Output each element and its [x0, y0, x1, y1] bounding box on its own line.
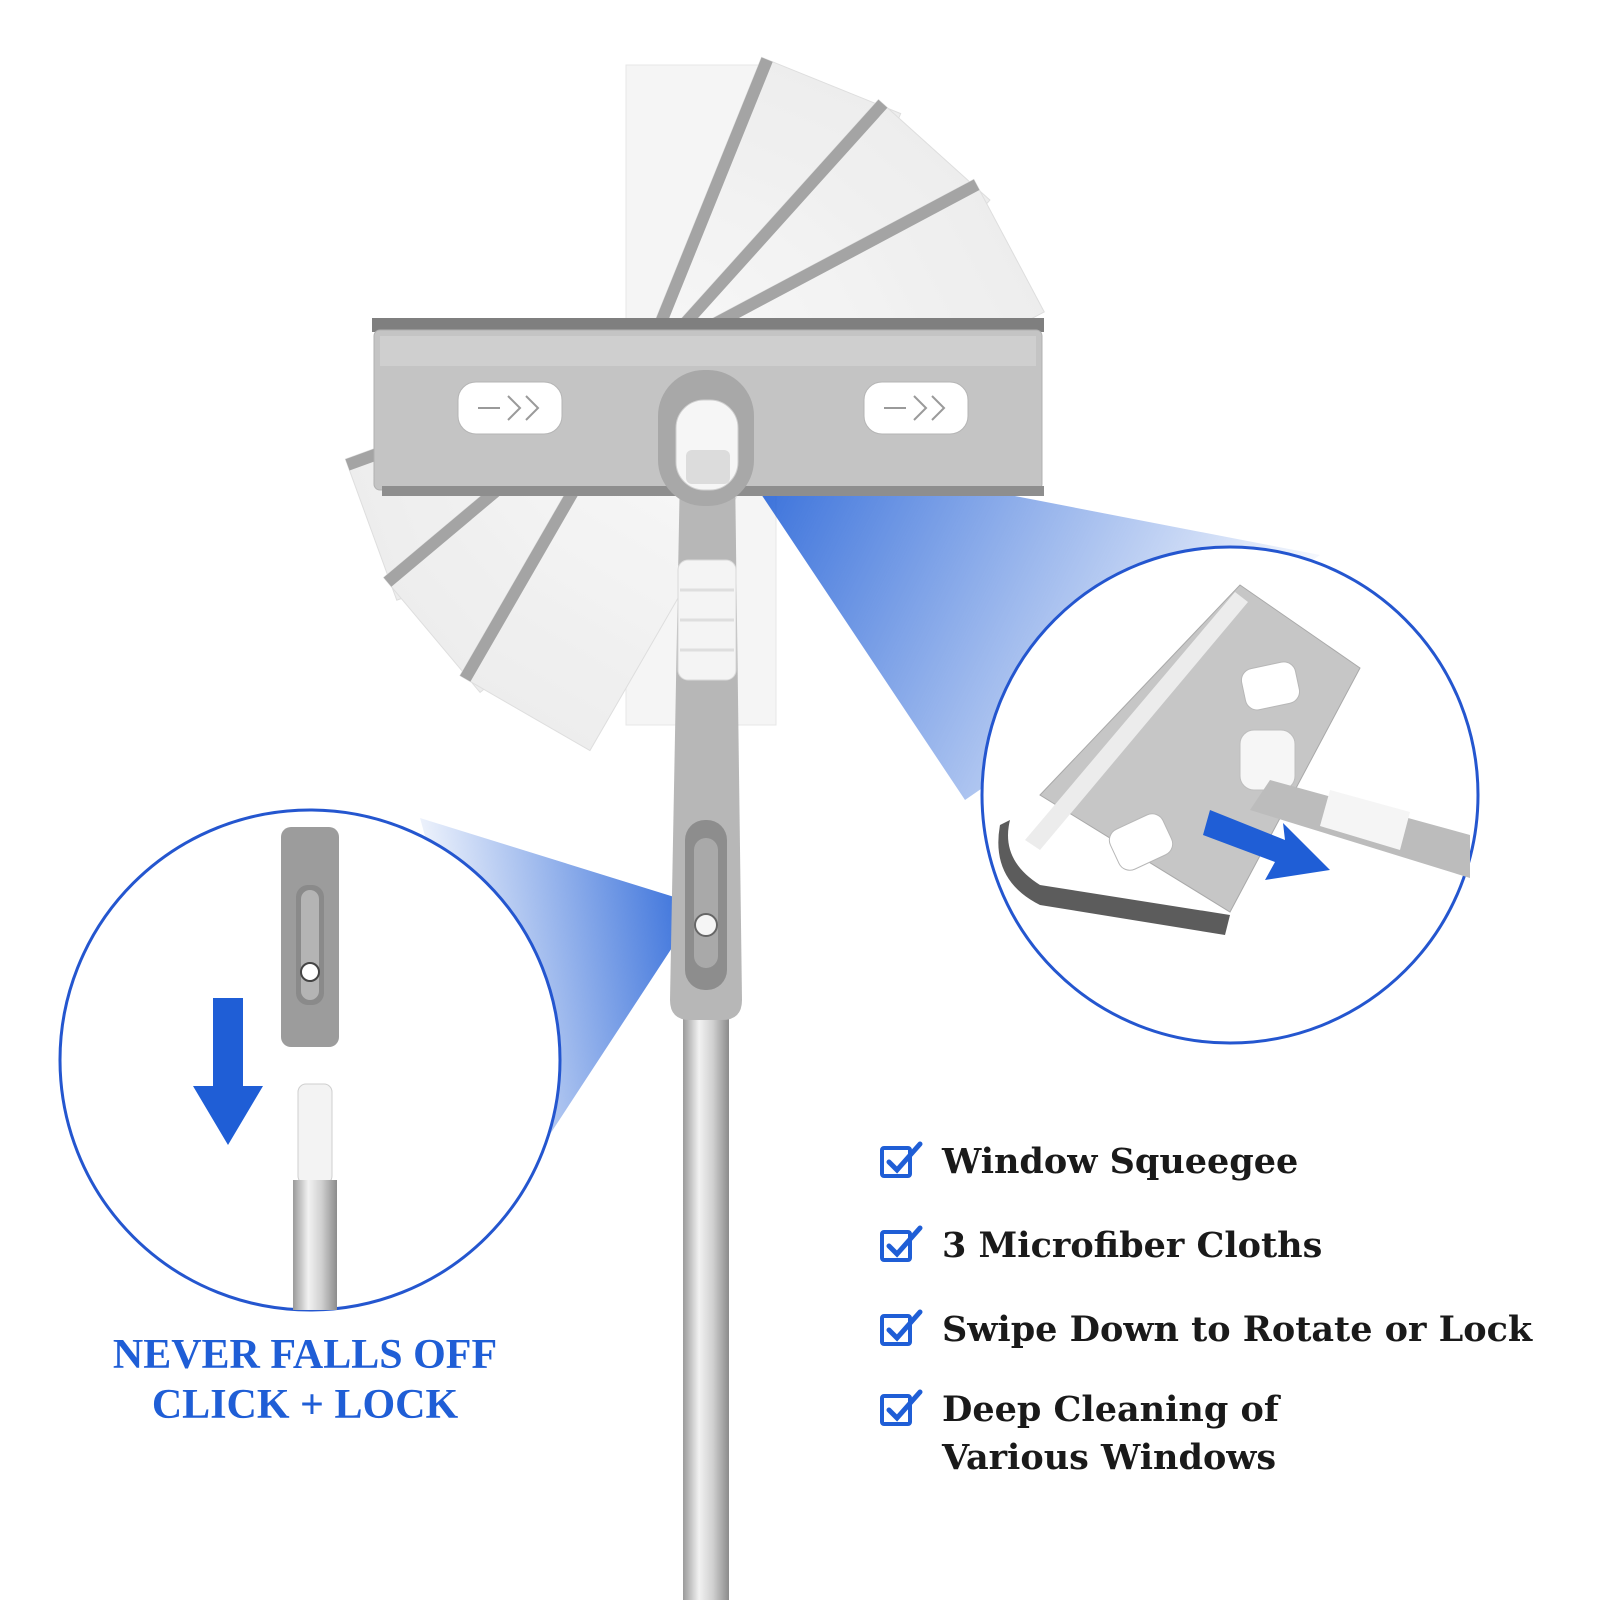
tagline-line-1: NEVER FALLS OFF: [112, 1332, 498, 1378]
feature-item: Window Squeegee: [880, 1138, 1580, 1186]
checkbox-check-icon: [880, 1309, 923, 1346]
clip-left: [457, 381, 563, 435]
feature-item: Deep Cleaning of Various Windows: [880, 1386, 1580, 1482]
checkbox-check-icon: [880, 1225, 923, 1262]
swivel-zoom-inset: [980, 545, 1480, 1045]
telescopic-pole: [683, 1000, 729, 1600]
feature-item: 3 Microfiber Cloths: [880, 1222, 1580, 1270]
checkbox-check-icon: [880, 1389, 923, 1426]
feature-label-line-2: Various Windows: [942, 1437, 1277, 1478]
checkbox-check-icon: [880, 1141, 923, 1178]
feature-list: Window Squeegee 3 Microfiber Cloths Swip…: [880, 1138, 1580, 1518]
down-arrow: [193, 998, 263, 1145]
squeegee-head: [372, 318, 1044, 506]
swivel-arrow: [1203, 810, 1330, 880]
click-lock-tagline: NEVER FALLS OFF CLICK + LOCK: [70, 1330, 540, 1430]
click-lock-zoom-inset: [58, 808, 562, 1312]
mop-handle: [670, 470, 742, 1020]
tagline-line-2: CLICK + LOCK: [151, 1382, 459, 1428]
feature-label-line-1: Deep Cleaning of: [942, 1389, 1279, 1430]
feature-label: Window Squeegee: [942, 1141, 1299, 1182]
feature-item: Swipe Down to Rotate or Lock: [880, 1306, 1580, 1354]
zoom-beam-right: [725, 440, 1320, 800]
feature-label: Swipe Down to Rotate or Lock: [942, 1309, 1533, 1350]
clip-right: [863, 381, 969, 435]
feature-label: 3 Microfiber Cloths: [942, 1225, 1323, 1266]
